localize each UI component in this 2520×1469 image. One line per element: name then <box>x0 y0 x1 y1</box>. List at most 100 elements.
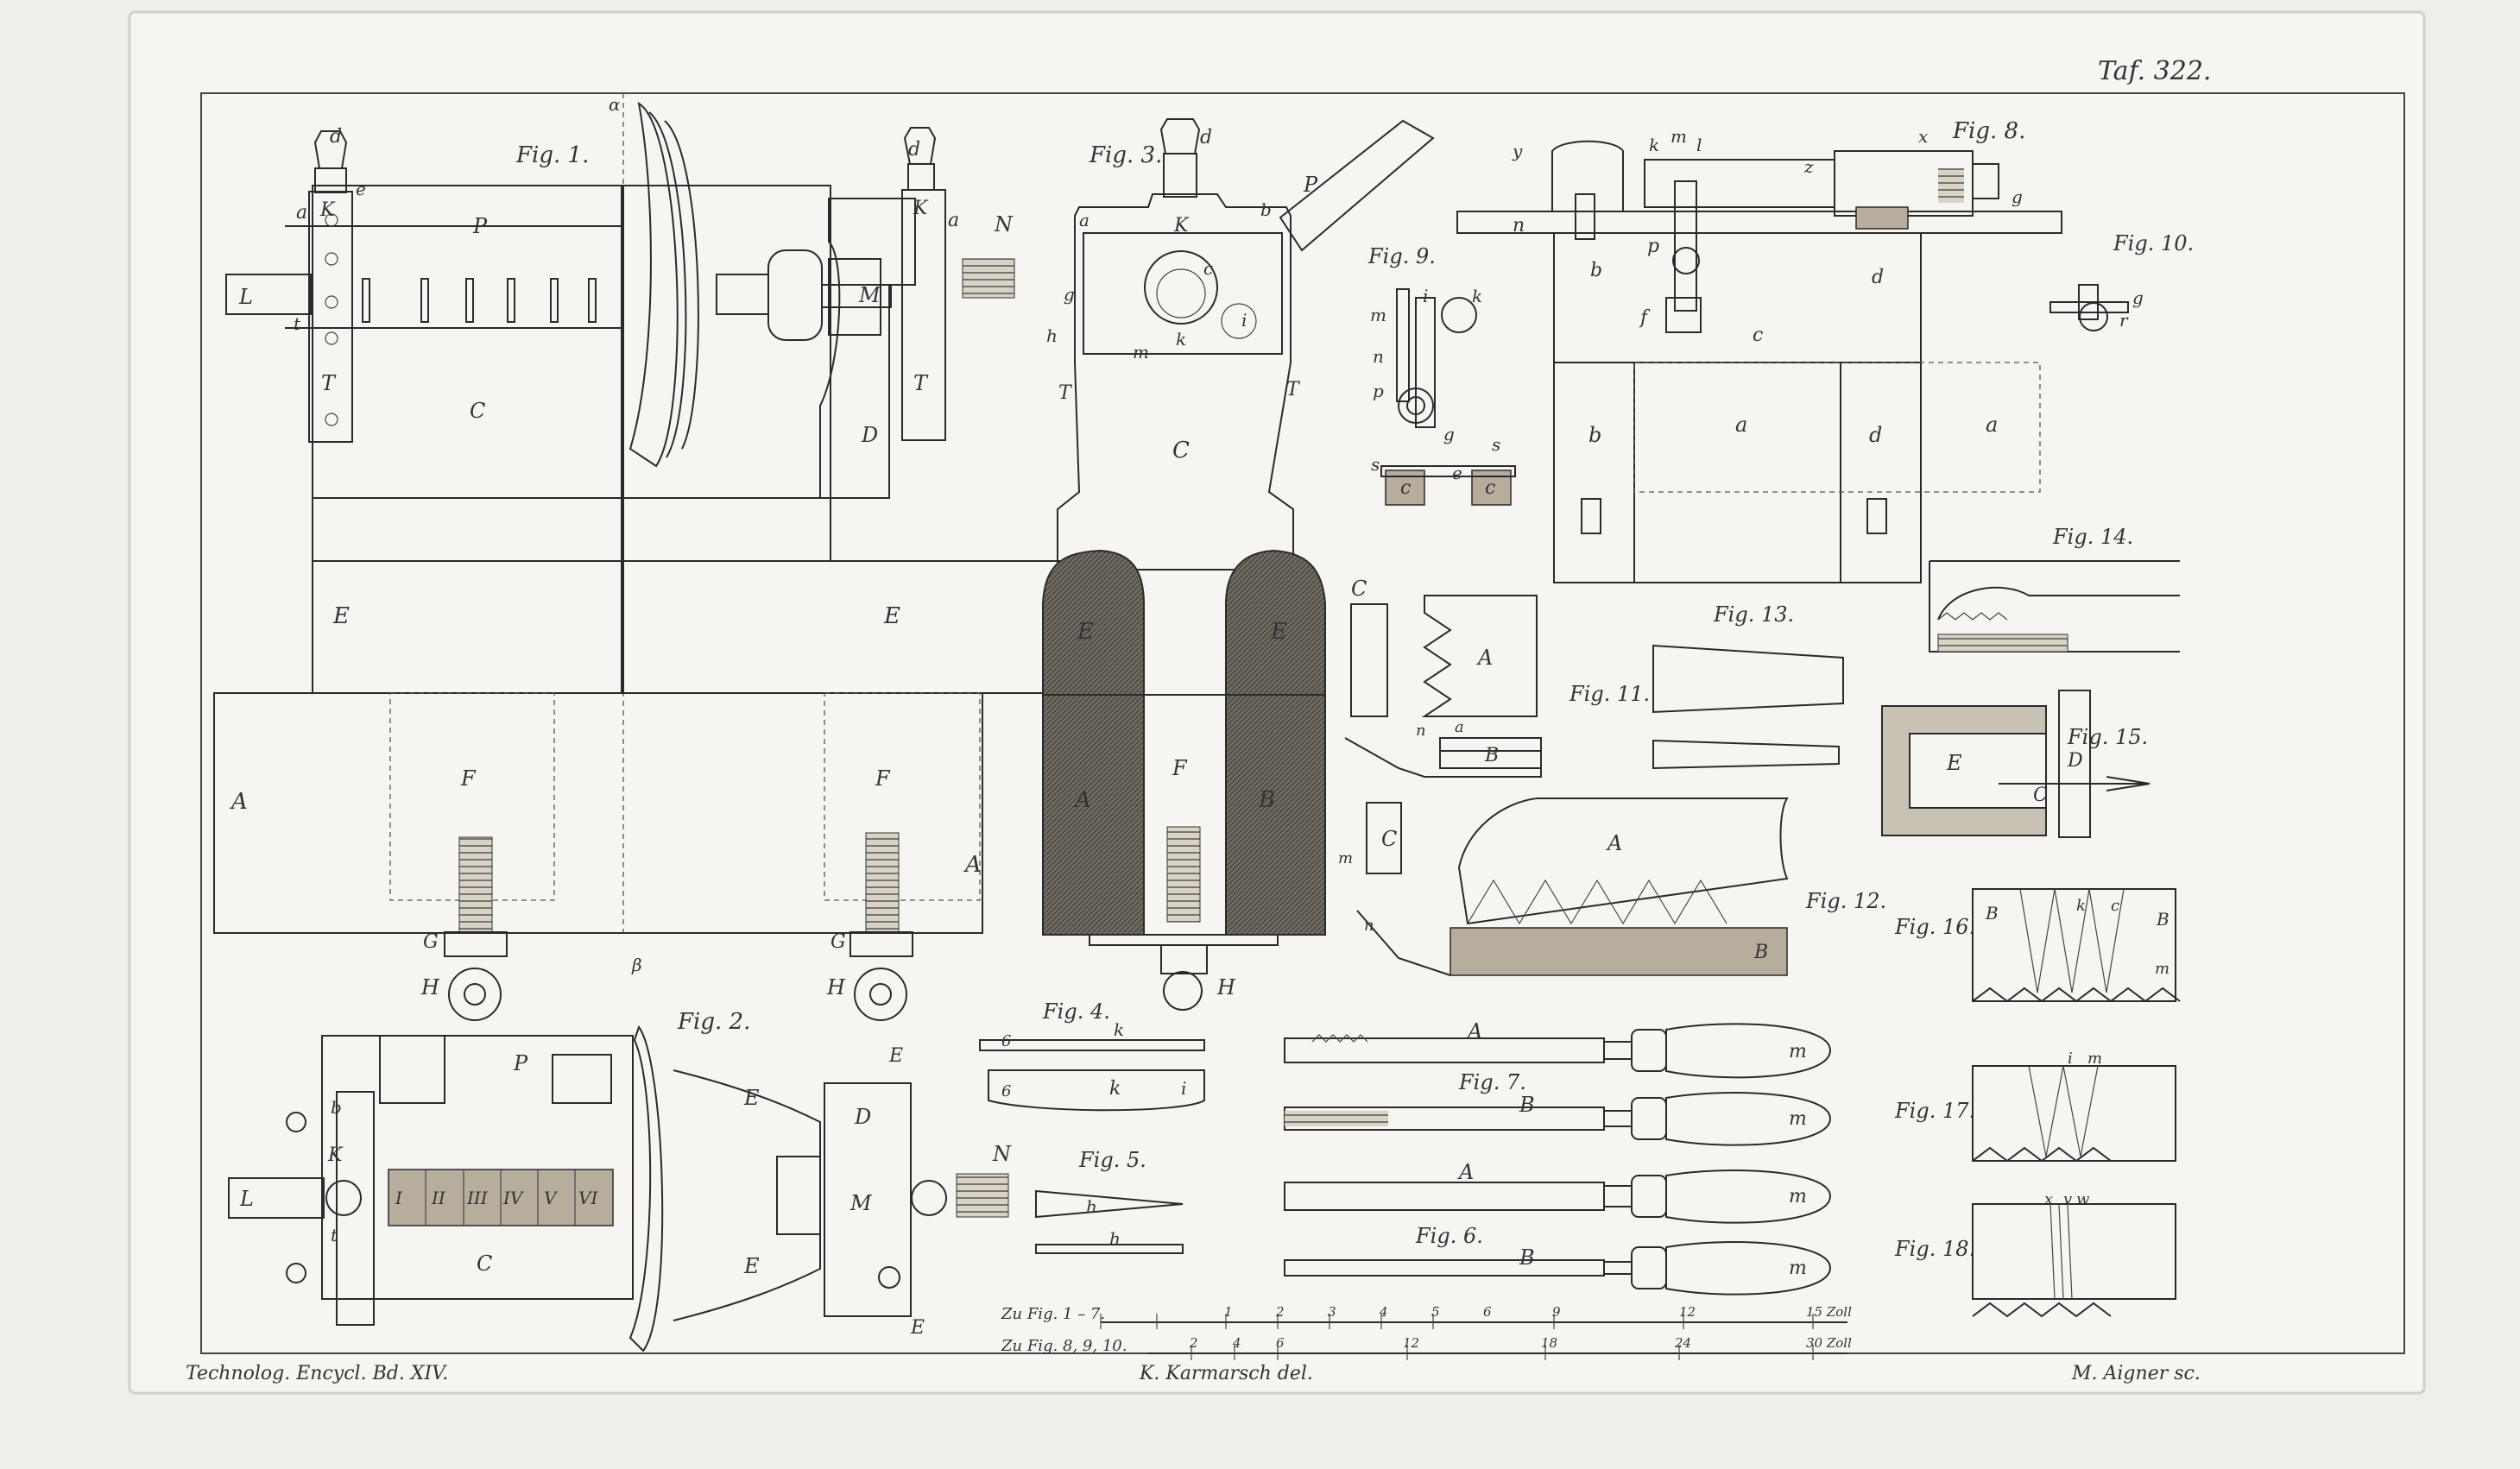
svg-text:m: m <box>2155 960 2169 978</box>
svg-text:c: c <box>1203 258 1213 279</box>
svg-text:5: 5 <box>1431 1304 1440 1320</box>
svg-text:E: E <box>332 603 350 629</box>
svg-text:D: D <box>861 423 878 447</box>
svg-text:m: m <box>1789 1258 1807 1279</box>
fig-1-drawing: Fig. 1. <box>213 93 1082 1021</box>
fig-12-label: Fig. 12. <box>1805 889 1886 913</box>
svg-text:a: a <box>296 202 307 224</box>
svg-text:E: E <box>1077 619 1094 645</box>
svg-text:H: H <box>1216 975 1236 999</box>
svg-text:K: K <box>319 199 336 221</box>
svg-text:w: w <box>2076 1190 2090 1208</box>
svg-text:b: b <box>1590 260 1602 281</box>
fig-6-7-drawing: Fig. 7. Fig. 6. A B A B m m m m <box>1284 1019 1832 1296</box>
svg-text:m: m <box>1370 305 1386 325</box>
fig-17-label: Fig. 17. <box>1894 1099 1975 1123</box>
svg-text:g: g <box>1443 424 1455 444</box>
svg-text:F: F <box>875 766 891 791</box>
svg-text:g: g <box>2132 287 2144 308</box>
svg-text:k: k <box>1472 286 1482 306</box>
svg-text:IV: IV <box>502 1188 525 1208</box>
fig-11-label: Fig. 11. <box>1569 682 1650 706</box>
svg-text:i: i <box>1423 286 1428 306</box>
svg-text:z: z <box>1803 156 1814 177</box>
svg-text:c: c <box>1753 325 1763 346</box>
svg-text:a: a <box>1079 210 1089 230</box>
svg-text:M: M <box>849 1191 873 1215</box>
svg-text:15 Zoll: 15 Zoll <box>1806 1304 1852 1320</box>
svg-text:p: p <box>1373 381 1384 401</box>
svg-text:2: 2 <box>1189 1335 1198 1351</box>
svg-text:m: m <box>1338 849 1353 867</box>
svg-text:L: L <box>238 285 253 309</box>
svg-text:B: B <box>1484 745 1499 766</box>
svg-text:B: B <box>1258 787 1275 813</box>
svg-text:F: F <box>1172 756 1188 780</box>
svg-text:i: i <box>1241 310 1247 331</box>
fig-3-label: Fig. 3. <box>1089 142 1162 168</box>
svg-text:H: H <box>826 975 846 999</box>
svg-text:h: h <box>1109 1228 1121 1249</box>
svg-text:x: x <box>1918 126 1928 147</box>
footer-left: Technolog. Encycl. Bd. XIV. <box>186 1363 448 1384</box>
fig-16-label: Fig. 16. <box>1894 915 1975 939</box>
svg-text:T: T <box>913 371 929 395</box>
svg-text:C: C <box>477 1251 492 1276</box>
svg-text:t: t <box>294 313 301 334</box>
fig-14-label: Fig. 14. <box>2052 525 2133 549</box>
svg-text:h: h <box>1086 1196 1097 1217</box>
svg-text:1: 1 <box>1224 1304 1233 1320</box>
fig-10-label: Fig. 10. <box>2113 231 2194 255</box>
svg-text:A: A <box>1606 831 1622 855</box>
svg-text:I: I <box>395 1188 403 1208</box>
fig-15-label: Fig. 15. <box>2067 725 2148 749</box>
svg-text:s: s <box>1492 434 1500 455</box>
svg-text:F: F <box>460 766 477 791</box>
svg-text:A: A <box>1457 1160 1474 1184</box>
svg-text:A: A <box>1476 646 1493 670</box>
svg-text:K: K <box>913 198 929 219</box>
svg-text:a: a <box>948 210 959 231</box>
svg-text:K: K <box>327 1144 344 1166</box>
svg-text:6: 6 <box>1001 1032 1011 1050</box>
svg-text:h: h <box>1046 325 1058 346</box>
svg-text:4: 4 <box>1232 1335 1241 1351</box>
svg-text:y: y <box>1512 141 1523 161</box>
svg-text:n: n <box>1513 215 1525 236</box>
fig-6-label: Fig. 6. <box>1415 1224 1483 1248</box>
svg-text:E: E <box>743 1254 760 1278</box>
svg-text:C: C <box>470 399 485 423</box>
svg-text:m: m <box>1133 342 1149 363</box>
svg-text:i: i <box>2068 1050 2073 1068</box>
svg-text:H: H <box>420 975 440 999</box>
svg-text:L: L <box>239 1187 254 1211</box>
fig-4-5-drawing: Fig. 4. k k 6 6 i Fig. 5. h h <box>979 999 1205 1254</box>
svg-text:m: m <box>1789 1041 1807 1062</box>
svg-text:d: d <box>1869 423 1882 447</box>
fig-9-10-drawing: Fig. 9. i k m n p g c c e s s Fig. 10. g… <box>1367 231 2194 506</box>
svg-text:A: A <box>230 789 248 815</box>
svg-text:k: k <box>1114 1019 1124 1040</box>
footer-right: M. Aigner sc. <box>2071 1363 2201 1384</box>
svg-text:B: B <box>1985 903 1999 924</box>
svg-text:b: b <box>331 1097 342 1118</box>
svg-text:T: T <box>1058 382 1073 404</box>
svg-text:n: n <box>1373 346 1384 367</box>
footer-center: K. Karmarsch del. <box>1139 1363 1313 1384</box>
svg-text:r: r <box>2119 310 2129 331</box>
svg-text:C: C <box>2033 785 2048 806</box>
fig-11-12-drawing: Fig. 11. C A B n a Fig. 12. C A B m n <box>1338 577 1886 976</box>
svg-text:g: g <box>1064 284 1075 305</box>
svg-text:C: C <box>1172 438 1190 463</box>
svg-text:II: II <box>431 1188 446 1208</box>
svg-text:m: m <box>1671 126 1687 147</box>
svg-text:e: e <box>1452 463 1462 483</box>
svg-text:E: E <box>1946 751 1962 775</box>
svg-text:9: 9 <box>1552 1304 1561 1320</box>
svg-text:E: E <box>888 1045 903 1067</box>
svg-text:24: 24 <box>1674 1335 1691 1351</box>
plate-number: Taf. 322. <box>2098 56 2211 86</box>
svg-text:T: T <box>321 371 337 395</box>
svg-text:s: s <box>1371 454 1380 475</box>
svg-text:G: G <box>831 931 846 953</box>
